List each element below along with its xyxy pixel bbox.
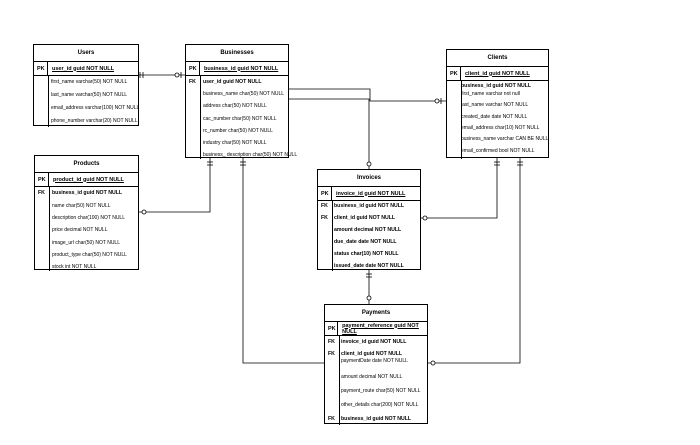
field: payment_route char(50) NOT NULL bbox=[341, 388, 421, 394]
pk-row: PK invoice_id guid NOT NULL bbox=[318, 187, 420, 201]
rel-businesses-clients bbox=[289, 88, 447, 102]
table-title: Businesses bbox=[186, 45, 288, 62]
pk-field: invoice_id guid NOT NULL bbox=[336, 190, 406, 197]
fk-label: FK bbox=[328, 339, 335, 345]
fk-field: business_id guid NOT NULL bbox=[341, 416, 412, 422]
field: description char(100) NOT NULL bbox=[52, 215, 125, 221]
field: issued_date date NOT NULL bbox=[334, 263, 404, 269]
field: first_name varchar(50) NOT NULL bbox=[51, 79, 128, 85]
payments-table: Payments PK payment_reference guid NOT N… bbox=[324, 304, 428, 425]
fields: FK invoice_id guid NOT NULL FK client_id… bbox=[325, 336, 427, 425]
pk-field: client_id guid NOT NULL bbox=[465, 70, 530, 77]
field: amount decimal NOT NULL bbox=[334, 227, 402, 233]
fk-field: invoice_id guid NOT NULL bbox=[341, 339, 407, 345]
pk-row: PK business_id guid NOT NULL bbox=[186, 62, 288, 76]
pk-field: business_id guid NOT NULL bbox=[204, 65, 279, 72]
field: name char(50) NOT NULL bbox=[52, 203, 111, 209]
field: last_name varchar(50) NOT NULL bbox=[51, 92, 128, 98]
pk-label: PK bbox=[35, 173, 49, 186]
field: email_address varchar(100) NOT NULL bbox=[51, 105, 140, 111]
pk-row: PK client_id guid NOT NULL bbox=[447, 67, 548, 81]
field: email_address char(10) NOT NULL bbox=[461, 125, 540, 131]
field: due_date date NOT NULL bbox=[334, 239, 397, 245]
field: last_name varchar NOT NULL bbox=[461, 102, 529, 108]
field: status char(10) NOT NULL bbox=[334, 251, 399, 257]
field: rc_number char(50) NOT NULL bbox=[203, 128, 273, 134]
businesses-table: Businesses PK business_id guid NOT NULL … bbox=[185, 44, 297, 159]
rel-clients-payments bbox=[428, 158, 521, 364]
fk-field: business_id guid NOT NULL bbox=[334, 203, 405, 209]
pk-label: PK bbox=[186, 62, 200, 75]
pk-label: PK bbox=[325, 322, 339, 335]
field: business_name varchar CAN BE NULL bbox=[461, 136, 549, 142]
fk-field: business_id guid NOT NULL bbox=[461, 83, 532, 89]
pk-field: product_id guid NOT NULL bbox=[53, 176, 124, 183]
fk-field: client_id guid NOT NULL bbox=[334, 215, 396, 221]
table-title: Products bbox=[35, 156, 138, 173]
rel-businesses-invoices bbox=[289, 98, 370, 170]
field: paymentDate date NOT NULL bbox=[341, 358, 408, 364]
fk-label: FK bbox=[328, 351, 335, 357]
pk-label: PK bbox=[447, 67, 461, 80]
field: amount decimal NOT NULL bbox=[341, 374, 403, 380]
field: created_date date NOT NULL bbox=[461, 114, 528, 120]
fk-field: client_id guid NOT NULL bbox=[341, 351, 403, 357]
fields: first_name varchar(50) NOT NULL last_nam… bbox=[34, 76, 140, 127]
field: address char(50) NOT NULL bbox=[203, 103, 267, 109]
fields: business_id guid NOT NULL first_name var… bbox=[447, 81, 548, 159]
fields: FK user_id guid NOT NULL business_name c… bbox=[186, 76, 297, 159]
field: business_name char(50) NOT NULL bbox=[203, 91, 285, 97]
field: first_name varchar not null bbox=[461, 91, 520, 97]
field: phone_number varchar(20) NOT NULL bbox=[51, 118, 138, 124]
field: cac_number char(50) NOT NULL bbox=[203, 116, 277, 122]
rel-businesses-payments bbox=[242, 158, 325, 364]
pk-field: user_id guid NOT NULL bbox=[52, 65, 115, 72]
table-title: Invoices bbox=[318, 170, 420, 187]
table-title: Payments bbox=[325, 305, 427, 322]
field: email_confirmed bool NOT NULL bbox=[461, 148, 535, 154]
pk-label: PK bbox=[318, 187, 332, 200]
users-table: Users PK user_id guid NOT NULL first_nam… bbox=[33, 44, 140, 127]
invoices-table: Invoices PK invoice_id guid NOT NULL FK … bbox=[317, 169, 421, 271]
pk-field: payment_reference guid NOT NULL bbox=[342, 322, 419, 335]
pk-label: PK bbox=[34, 62, 48, 75]
fk-label: FK bbox=[38, 190, 45, 196]
rel-clients-invoices bbox=[420, 158, 498, 219]
products-table: Products PK product_id guid NOT NULL FK … bbox=[34, 155, 139, 271]
fk-label: FK bbox=[189, 79, 196, 85]
fk-label: FK bbox=[321, 215, 328, 221]
field: stock int NOT NULL bbox=[52, 264, 97, 270]
table-title: Users bbox=[34, 45, 138, 62]
fk-field: user_id guid NOT NULL bbox=[203, 79, 262, 85]
fk-label: FK bbox=[321, 203, 328, 209]
field: product_type char(50) NOT NULL bbox=[52, 252, 127, 258]
pk-row: PK payment_reference guid NOT NULL bbox=[325, 322, 427, 336]
field: industry char(50) NOT NULL bbox=[203, 140, 267, 146]
fields: FK business_id guid NOT NULL FK client_i… bbox=[318, 201, 420, 271]
fk-label: FK bbox=[328, 416, 335, 422]
field: image_url char(50) NOT NULL bbox=[52, 240, 120, 246]
pk-row: PK product_id guid NOT NULL bbox=[35, 173, 138, 187]
rel-businesses-products bbox=[139, 158, 211, 213]
fk-field: business_id guid NOT NULL bbox=[52, 190, 123, 196]
field: price decimal NOT NULL bbox=[52, 227, 108, 233]
pk-row: PK user_id guid NOT NULL bbox=[34, 62, 138, 76]
field: other_details char(200) NOT NULL bbox=[341, 402, 419, 408]
clients-table: Clients PK client_id guid NOT NULL busin… bbox=[446, 49, 549, 159]
field: business_ description char(50) NOT NULL bbox=[203, 152, 298, 158]
table-title: Clients bbox=[447, 50, 548, 67]
fields: FK business_id guid NOT NULL name char(5… bbox=[35, 187, 138, 271]
